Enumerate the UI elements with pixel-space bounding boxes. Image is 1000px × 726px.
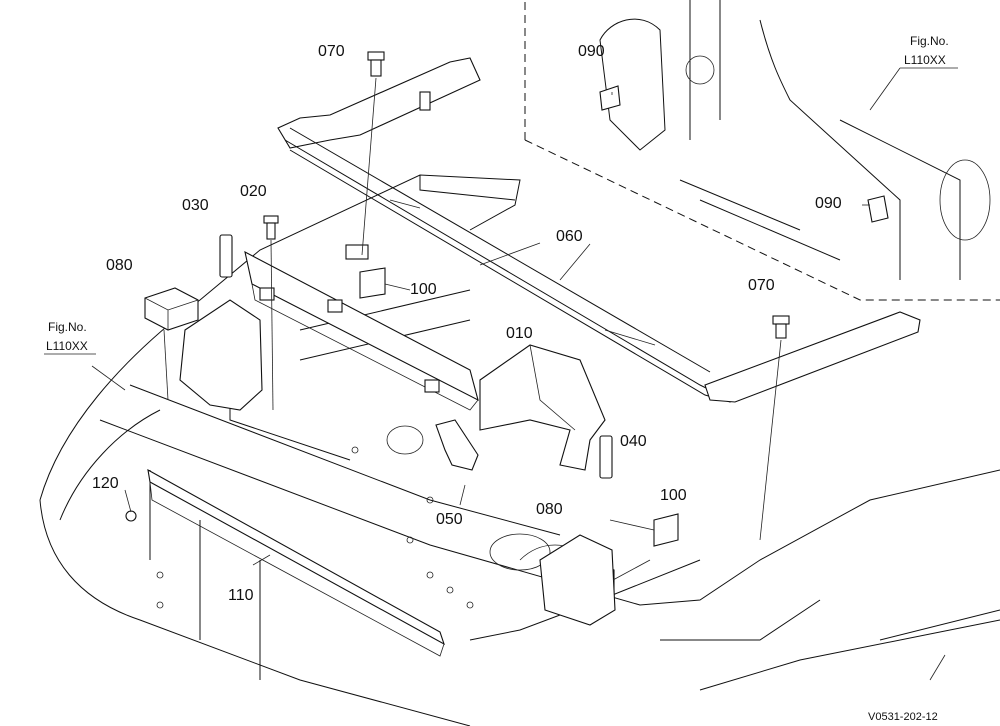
callout-100-upper: 100 bbox=[410, 281, 437, 298]
callout-090-top: 090 bbox=[578, 43, 605, 60]
svg-text:L110XX: L110XX bbox=[46, 339, 88, 353]
chassis-frame bbox=[39, 174, 1000, 726]
drawing-code: V0531-202-12 bbox=[868, 711, 938, 723]
grommet-090-right bbox=[867, 195, 889, 223]
support-bracket-left bbox=[179, 299, 263, 411]
pad-100-lower bbox=[653, 513, 679, 547]
figure-ref-right: Fig.No. L110XX bbox=[900, 34, 958, 69]
callout-070-right: 070 bbox=[748, 277, 775, 294]
svg-text:L110XX: L110XX bbox=[904, 53, 946, 67]
cover-010 bbox=[479, 344, 606, 471]
callout-labels: 070 090 020 030 090 060 080 070 100 010 … bbox=[92, 43, 842, 604]
support-bracket-right bbox=[539, 534, 616, 626]
frame-bar-060 bbox=[277, 57, 921, 403]
pad-100-upper bbox=[359, 267, 386, 299]
callout-060: 060 bbox=[556, 228, 583, 245]
callout-080-left: 080 bbox=[106, 257, 133, 274]
callout-110: 110 bbox=[228, 587, 254, 604]
bracket-050 bbox=[435, 419, 479, 471]
callout-050: 050 bbox=[436, 511, 463, 528]
bolt-070-right bbox=[772, 315, 790, 339]
svg-text:Fig.No.: Fig.No. bbox=[48, 320, 87, 334]
clip-030 bbox=[219, 234, 233, 278]
leader-lines bbox=[91, 67, 946, 681]
clip-040 bbox=[599, 435, 613, 479]
bolt-020 bbox=[263, 215, 279, 240]
inset-detail bbox=[524, 0, 1000, 301]
block-060-clip bbox=[345, 244, 369, 260]
callout-100-lower: 100 bbox=[660, 487, 687, 504]
bolt-120 bbox=[125, 510, 137, 522]
plate-020 bbox=[244, 250, 479, 411]
callout-020: 020 bbox=[240, 183, 267, 200]
svg-text:Fig.No.: Fig.No. bbox=[910, 34, 949, 48]
callout-090-right: 090 bbox=[815, 195, 842, 212]
bolt-070-top bbox=[367, 51, 385, 77]
strip-110 bbox=[147, 468, 445, 657]
callout-030: 030 bbox=[182, 197, 209, 214]
callout-120: 120 bbox=[92, 475, 119, 492]
callout-080-right: 080 bbox=[536, 501, 563, 518]
callout-040: 040 bbox=[620, 433, 647, 450]
grommet-090-top bbox=[599, 85, 621, 111]
callout-070-top: 070 bbox=[318, 43, 345, 60]
figure-ref-left: Fig.No. L110XX bbox=[44, 320, 96, 355]
callout-010: 010 bbox=[506, 325, 533, 342]
block-080-left bbox=[144, 287, 199, 331]
